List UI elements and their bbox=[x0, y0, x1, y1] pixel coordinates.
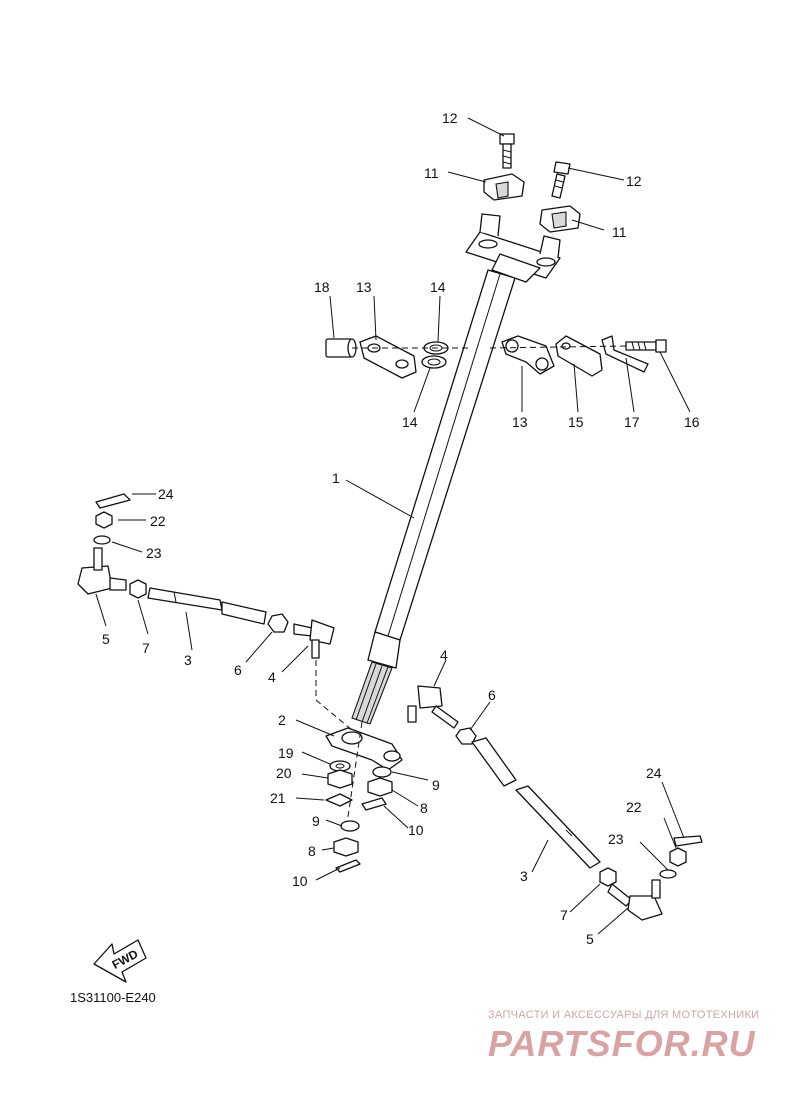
nut-8-upper bbox=[367, 777, 393, 797]
watermark-caption: ЗАПЧАСТИ И АКСЕССУАРЫ ДЛЯ МОТОТЕХНИКИ bbox=[488, 1009, 760, 1021]
washer-14-lower bbox=[421, 355, 447, 369]
cotter-24-left bbox=[95, 493, 131, 509]
callout-14-upper: 14 bbox=[430, 279, 446, 295]
bolt-12-right bbox=[551, 161, 571, 199]
washer-23-right bbox=[659, 869, 677, 879]
cotter-10-lower bbox=[335, 859, 361, 873]
washer-23-left bbox=[93, 535, 111, 545]
tie-rod-end-4-right bbox=[407, 685, 459, 729]
callout-8-lower: 8 bbox=[308, 843, 316, 859]
tie-rod-end-5-right bbox=[607, 879, 663, 921]
nut-8-lower bbox=[333, 837, 359, 857]
callout-10-upper: 10 bbox=[408, 822, 424, 838]
callout-4-right: 4 bbox=[440, 647, 448, 663]
callout-numbers: 12 11 12 11 18 13 14 14 13 15 17 16 1 24… bbox=[102, 110, 700, 947]
upper-bracket bbox=[465, 213, 561, 283]
callout-16: 16 bbox=[684, 414, 700, 430]
nut-6-right bbox=[455, 727, 477, 745]
washer-9-upper bbox=[372, 766, 392, 778]
clamp-11-right bbox=[539, 205, 581, 233]
callout-13-right: 13 bbox=[512, 414, 528, 430]
callout-12-right: 12 bbox=[626, 173, 642, 189]
fwd-arrow-icon: FWD bbox=[93, 939, 147, 983]
leader-lines bbox=[95, 117, 691, 935]
callout-17: 17 bbox=[624, 414, 640, 430]
bracket-13-right bbox=[501, 335, 555, 375]
nut-6-left bbox=[267, 613, 289, 633]
bolt-12-left bbox=[499, 133, 515, 169]
tie-rod-end-5-left bbox=[77, 547, 127, 595]
callout-3-left: 3 bbox=[184, 652, 192, 668]
pitman-arm-2 bbox=[325, 727, 403, 771]
watermark-brand: PARTSFOR.RU bbox=[488, 1023, 756, 1064]
nut-20 bbox=[327, 769, 353, 789]
callout-12-left: 12 bbox=[442, 110, 458, 126]
callout-14-lower: 14 bbox=[402, 414, 418, 430]
callout-9-lower: 9 bbox=[312, 813, 320, 829]
callout-13-left: 13 bbox=[356, 279, 372, 295]
callout-20: 20 bbox=[276, 765, 292, 781]
bracket-13-left bbox=[359, 335, 417, 379]
plate-15 bbox=[555, 335, 603, 377]
callout-7-left: 7 bbox=[142, 640, 150, 656]
nut-22-right bbox=[669, 847, 687, 867]
cotter-10-upper bbox=[361, 797, 387, 811]
callout-9-upper: 9 bbox=[432, 777, 440, 793]
callout-5-left: 5 bbox=[102, 631, 110, 647]
tie-rod-3-left bbox=[147, 587, 267, 625]
callout-23-right: 23 bbox=[608, 831, 624, 847]
callout-1: 1 bbox=[332, 470, 340, 486]
callout-7-right: 7 bbox=[560, 907, 568, 923]
nut-7-left bbox=[129, 579, 147, 599]
callout-22-left: 22 bbox=[150, 513, 166, 529]
nut-22-left bbox=[95, 511, 113, 529]
callout-21: 21 bbox=[270, 790, 286, 806]
callout-6-left: 6 bbox=[234, 662, 242, 678]
tie-rod-end-4-left bbox=[293, 619, 335, 659]
callout-2: 2 bbox=[278, 712, 286, 728]
callout-24-right: 24 bbox=[646, 765, 662, 781]
callout-19: 19 bbox=[278, 745, 294, 761]
callout-24-left: 24 bbox=[158, 486, 174, 502]
bolt-16 bbox=[625, 339, 667, 353]
callout-5-right: 5 bbox=[586, 931, 594, 947]
callout-6-right: 6 bbox=[488, 687, 496, 703]
callout-22-right: 22 bbox=[626, 799, 642, 815]
callout-4-left: 4 bbox=[268, 669, 276, 685]
clamp-11-left bbox=[483, 173, 525, 201]
cotter-24-right bbox=[673, 835, 703, 847]
callout-11-right: 11 bbox=[612, 224, 627, 240]
callout-11-left: 11 bbox=[424, 165, 439, 181]
callout-23-left: 23 bbox=[146, 545, 162, 561]
tie-rod-3-right bbox=[471, 737, 601, 869]
cotter-21 bbox=[325, 793, 353, 807]
nut-7-right bbox=[599, 867, 617, 887]
callout-8-upper: 8 bbox=[420, 800, 428, 816]
bracket-17 bbox=[601, 335, 649, 373]
callout-18: 18 bbox=[314, 279, 330, 295]
callout-15: 15 bbox=[568, 414, 584, 430]
washer-9-lower bbox=[340, 820, 360, 832]
diagram-code: 1S31100-E240 bbox=[70, 990, 156, 1005]
callout-10-lower: 10 bbox=[292, 873, 308, 889]
callout-3-right: 3 bbox=[520, 868, 528, 884]
collar-18 bbox=[325, 338, 357, 358]
